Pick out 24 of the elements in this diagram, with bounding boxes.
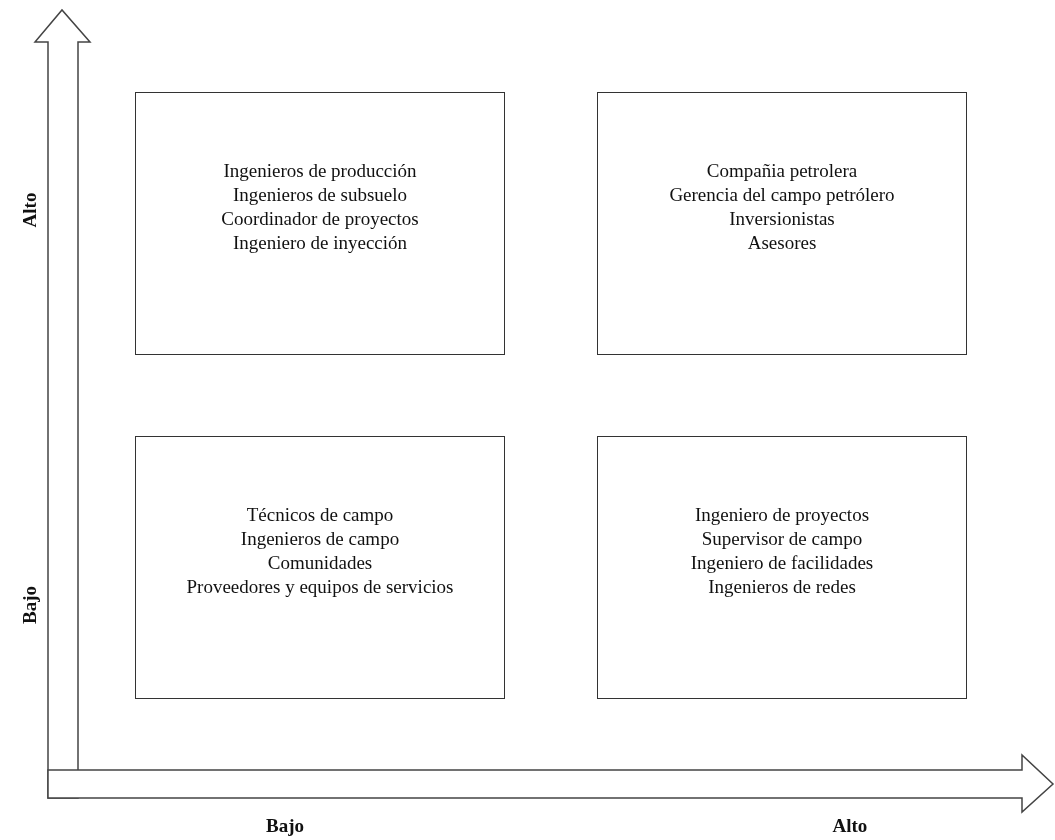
quadrant-box: [597, 436, 967, 699]
stakeholder-text: Coordinador de proyectos: [221, 207, 419, 231]
stakeholder-text: Ingenieros de producción: [223, 159, 417, 183]
stakeholder-text: Supervisor de campo: [701, 527, 863, 551]
stakeholder-text: Proveedores y equipos de servicios: [186, 575, 454, 599]
stakeholder-text: Ingeniero de facilidades: [690, 551, 874, 575]
quadrant-box: [597, 92, 967, 355]
stakeholder-text: Compañia petrolera: [706, 159, 858, 183]
stakeholder-text: Ingenieros de campo: [240, 527, 400, 551]
quadrant-box: [135, 436, 505, 699]
stakeholder-text: Inversionistas: [729, 207, 835, 231]
stakeholder-text: Asesores: [747, 231, 817, 255]
stakeholder-text: Ingeniero de inyección: [232, 231, 408, 255]
y-axis-label: Bajo: [19, 586, 41, 624]
x-axis-label: Bajo: [266, 815, 304, 837]
stakeholder-text: Comunidades: [267, 551, 373, 575]
stakeholder-text: Ingenieros de subsuelo: [232, 183, 408, 207]
stakeholder-text: Ingeniero de proyectos: [694, 503, 870, 527]
stakeholder-text: Gerencia del campo petrólero: [669, 183, 895, 207]
stakeholder-text: Ingenieros de redes: [708, 575, 856, 599]
x-axis-label: Alto: [832, 815, 868, 837]
stakeholder-text: Técnicos de campo: [246, 503, 394, 527]
y-axis-label: Alto: [18, 192, 41, 228]
quadrant-box: [135, 92, 505, 355]
